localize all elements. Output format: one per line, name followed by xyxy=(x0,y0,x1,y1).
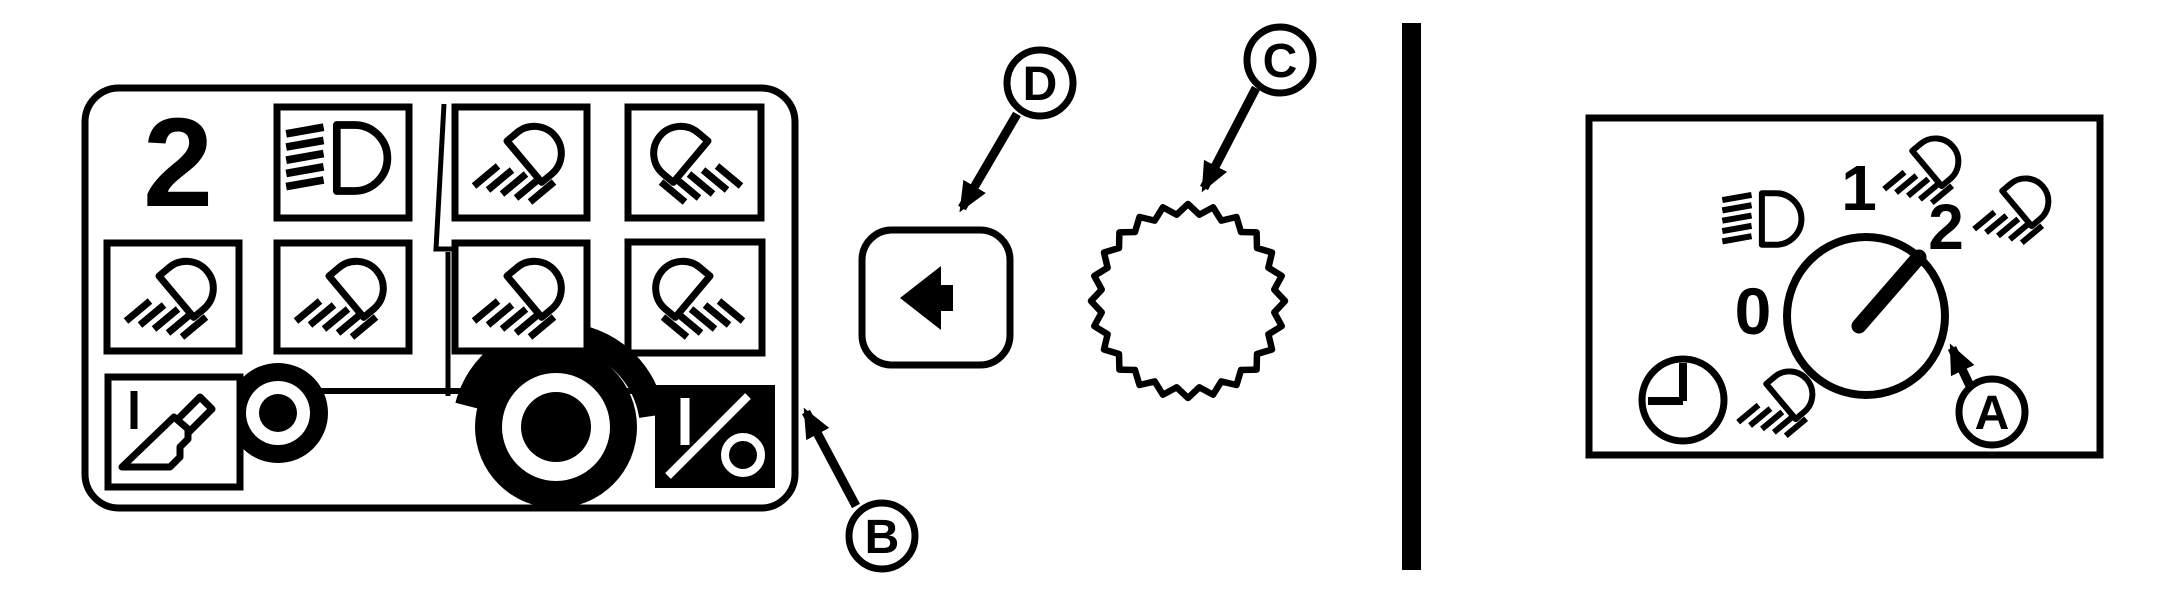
tractor-rear-wheel xyxy=(475,346,637,508)
switch-box-low-beam xyxy=(273,103,413,222)
position-label-0: 0 xyxy=(1735,274,1772,348)
timer-clock-icon xyxy=(1638,355,1728,445)
callout-d-label: D xyxy=(1023,58,1058,111)
switch-box-front-work-light-1 xyxy=(451,103,591,222)
knob-pointer xyxy=(1851,249,1927,334)
power-on-off-button xyxy=(655,385,775,488)
switch-box-front-work-light-2 xyxy=(103,239,243,355)
low-beam-headlight-icon xyxy=(286,125,387,191)
work-light-switch-panel: 2 xyxy=(81,84,799,512)
callout-a-label: A xyxy=(1975,387,2010,440)
rotary-light-switch-panel: 1 2 0 A xyxy=(1585,114,2104,459)
callout-b: B xyxy=(802,407,919,573)
callout-d: D xyxy=(958,46,1077,213)
left-arrow-icon xyxy=(900,266,953,330)
low-beam-headlight-icon xyxy=(1722,193,1801,245)
callout-c-label: C xyxy=(1263,35,1298,88)
position-label-2: 2 xyxy=(1928,191,1964,263)
knurled-thumbwheel-icon xyxy=(1087,200,1289,402)
section-divider xyxy=(1402,23,1421,570)
switch-box-front-work-light-4 xyxy=(451,239,591,355)
switch-box-front-work-light-3 xyxy=(273,239,413,355)
switch-box-rear-work-light-2 xyxy=(624,238,766,357)
tractor-front-wheel xyxy=(228,363,328,463)
rotary-knob xyxy=(1783,233,1949,399)
callout-a: A xyxy=(1947,343,2029,449)
callout-a-arrow xyxy=(1947,343,1975,388)
callout-c: C xyxy=(1200,23,1317,193)
callout-c-arrow xyxy=(1200,85,1260,193)
callout-b-arrow xyxy=(802,407,860,509)
power-on-off-icon xyxy=(665,393,765,479)
callout-b-label: B xyxy=(865,511,900,564)
switch-box-loader-light xyxy=(104,373,244,491)
position-label-1: 1 xyxy=(1841,152,1877,224)
panel-badge-number: 2 xyxy=(143,92,213,233)
loader-work-light-icon xyxy=(118,391,216,471)
switch-box-rear-work-light-1 xyxy=(624,103,765,222)
callout-d-arrow xyxy=(958,111,1021,213)
back-button xyxy=(858,226,1014,369)
tractor-silhouette xyxy=(228,103,665,508)
thumbwheel xyxy=(1087,200,1289,402)
tractor-cab-line xyxy=(433,103,458,252)
